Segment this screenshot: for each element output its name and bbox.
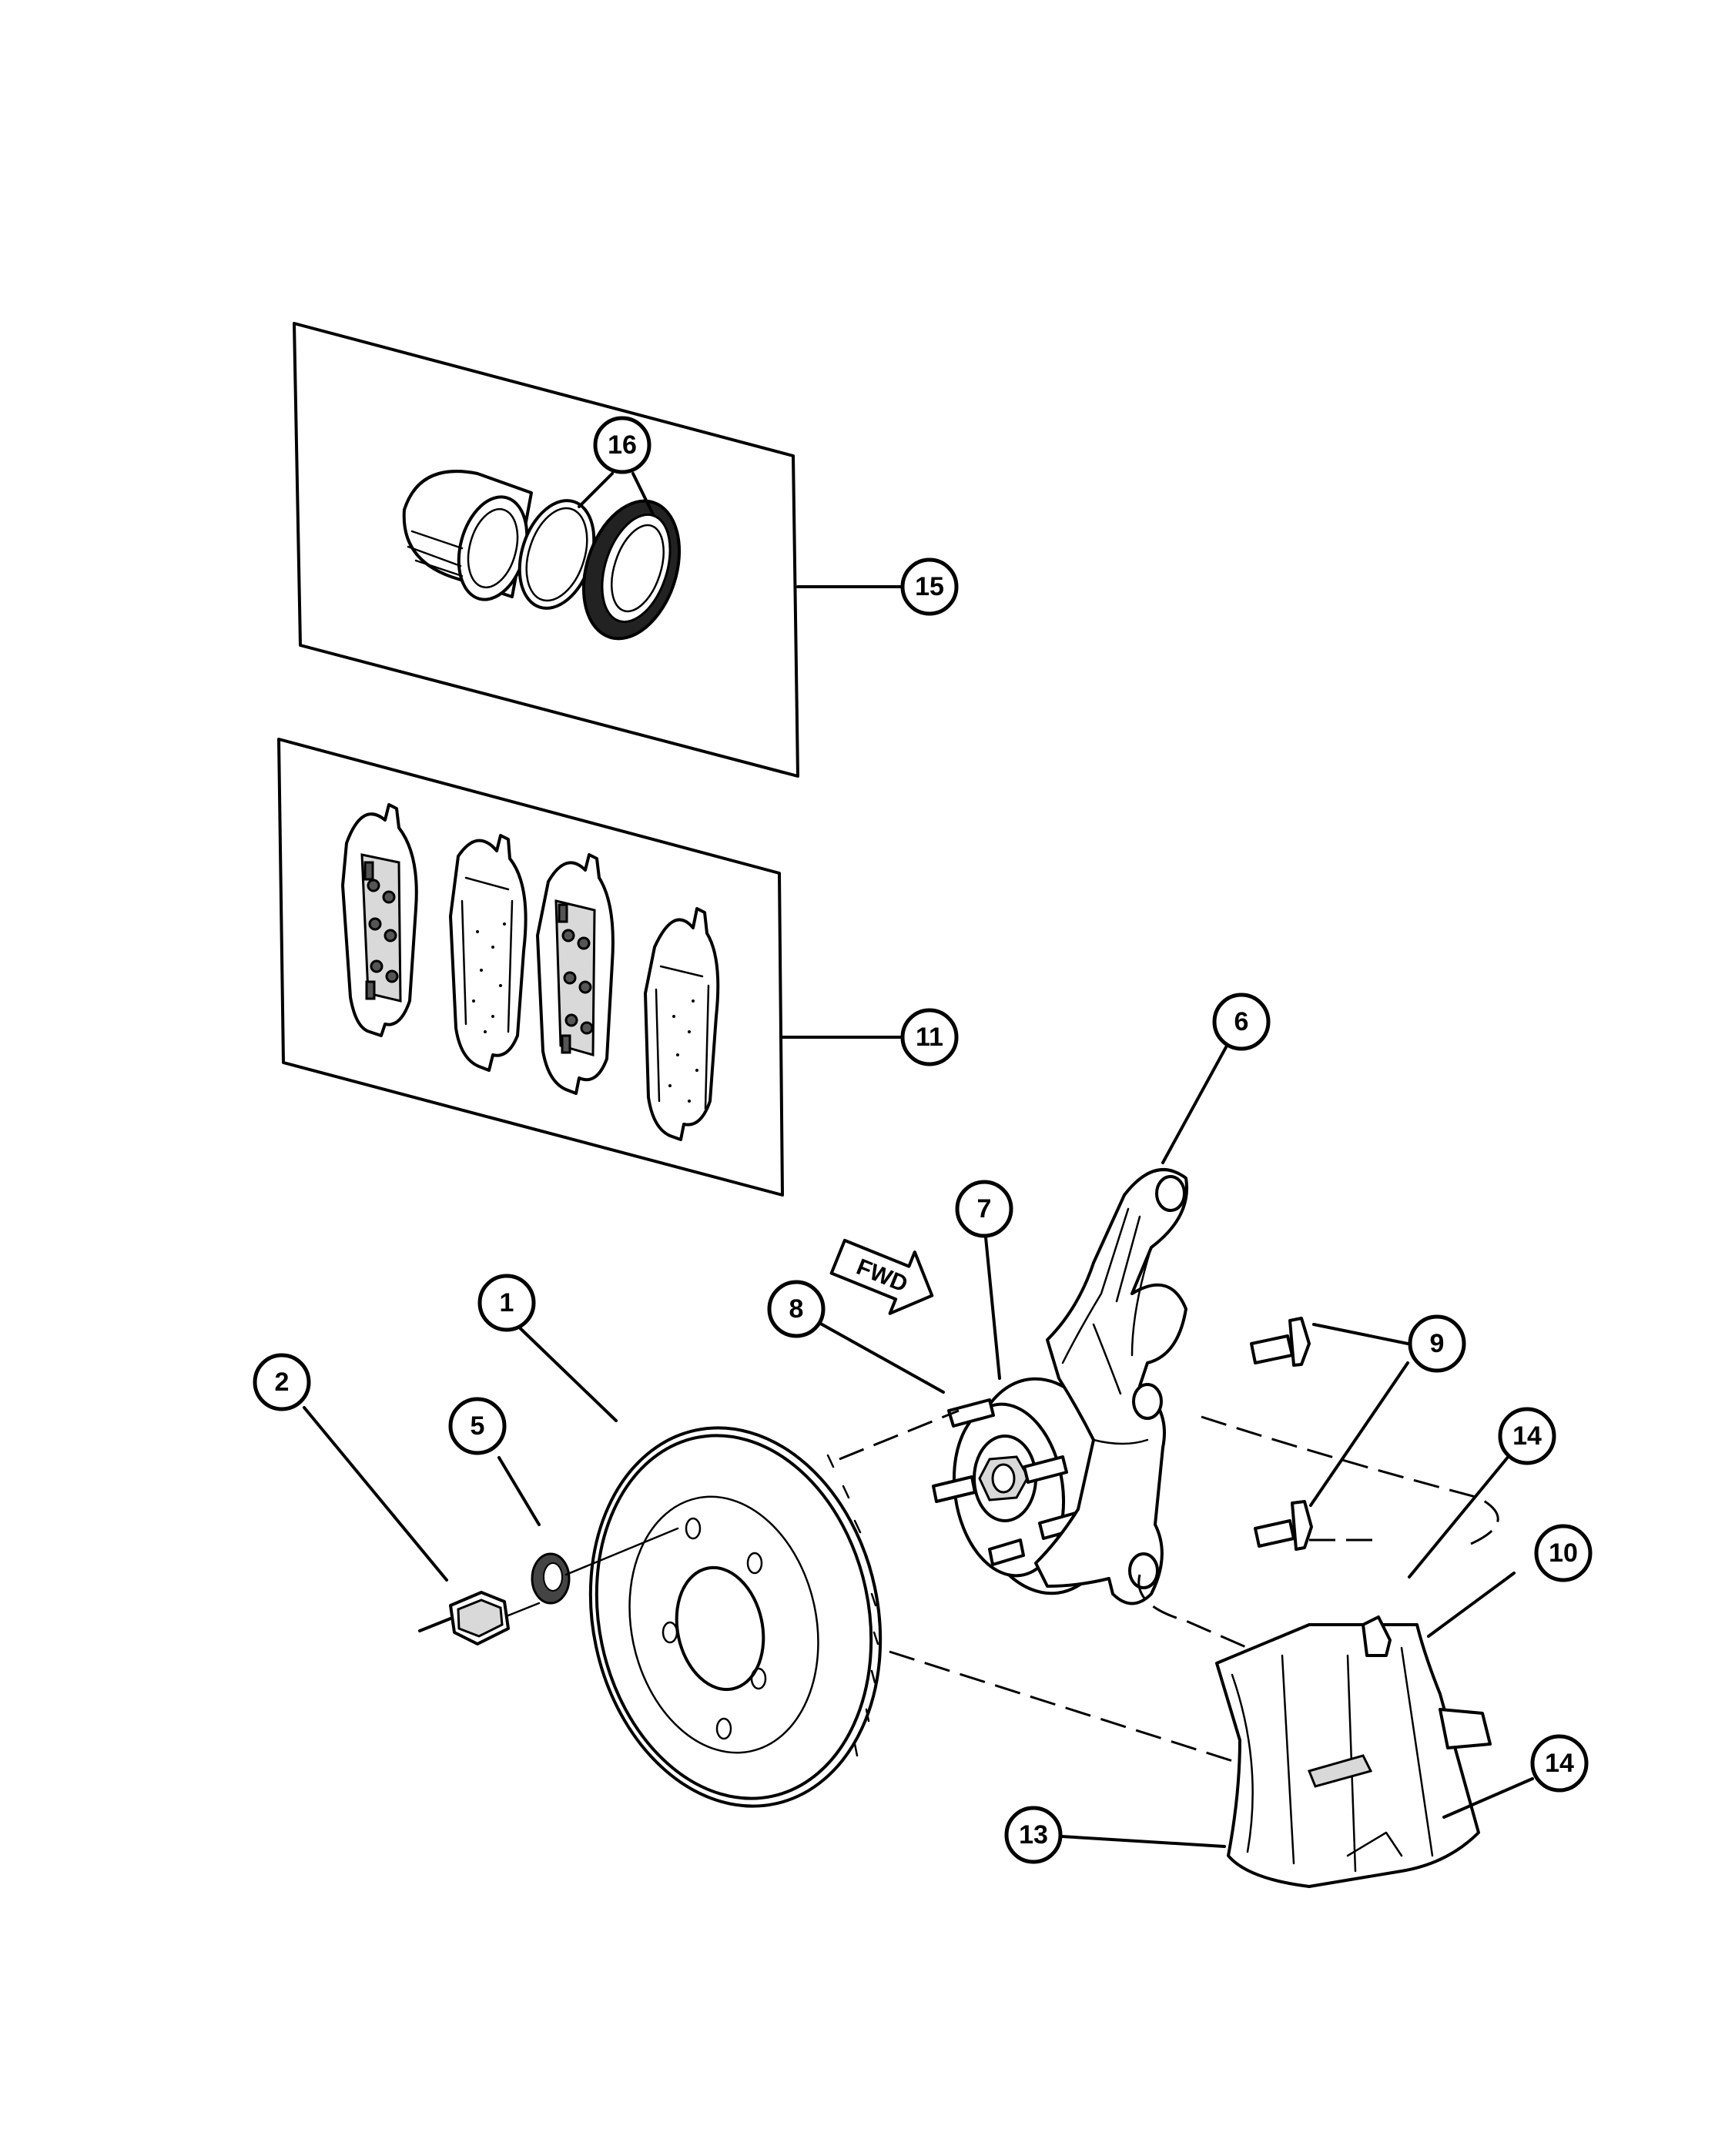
svg-text:7: 7: [977, 1194, 992, 1224]
callout-16: 16: [593, 416, 651, 474]
svg-text:14: 14: [1545, 1749, 1574, 1778]
callout-5: 5: [448, 1397, 507, 1455]
callout-2: 2: [253, 1353, 311, 1411]
piston: [402, 470, 533, 601]
steering-knuckle: [1034, 1168, 1188, 1605]
callout-14-upper: 14: [1498, 1407, 1556, 1465]
callout-11: 11: [900, 1008, 959, 1066]
svg-text:8: 8: [789, 1294, 804, 1324]
brake-pad-1: [341, 803, 418, 1037]
svg-text:11: 11: [916, 1023, 943, 1052]
assembly-centerlines: [839, 1409, 1499, 1765]
callout-9: 9: [1408, 1314, 1466, 1373]
brake-caliper: [1215, 1615, 1492, 1888]
callout-10: 10: [1534, 1524, 1593, 1582]
brake-pad-4: [644, 907, 720, 1141]
caliper-mounting-bolt-upper: [1250, 1317, 1311, 1367]
brake-rotor: [588, 1426, 883, 1808]
caliper-seal-kit-panel: [293, 322, 904, 778]
callout-13: 13: [1004, 1806, 1063, 1864]
svg-text:13: 13: [1019, 1820, 1048, 1850]
svg-text:1: 1: [500, 1288, 514, 1317]
callout-15: 15: [900, 557, 959, 616]
lug-nut: [418, 1591, 541, 1645]
callout-8: 8: [767, 1280, 826, 1338]
svg-text:14: 14: [1512, 1421, 1542, 1451]
brake-pads-panel: [277, 738, 904, 1197]
dust-boot: [581, 499, 682, 641]
svg-text:2: 2: [275, 1368, 290, 1397]
caliper-mounting-bolt-lower: [1254, 1500, 1313, 1551]
leader-lines: [303, 1046, 1534, 1848]
callout-7: 7: [955, 1180, 1013, 1238]
svg-text:15: 15: [915, 572, 944, 601]
callout-1: 1: [477, 1274, 536, 1332]
callout-14-lower: 14: [1530, 1734, 1589, 1793]
washer: [531, 1527, 679, 1605]
svg-text:9: 9: [1430, 1329, 1445, 1358]
svg-text:10: 10: [1549, 1538, 1578, 1568]
fwd-arrow-icon: FWD: [829, 1238, 934, 1315]
brake-pad-2: [449, 834, 528, 1072]
svg-text:5: 5: [471, 1411, 485, 1441]
svg-text:16: 16: [608, 430, 637, 460]
brake-pad-3: [536, 853, 615, 1095]
callout-6: 6: [1212, 993, 1271, 1051]
wheel-studs: [932, 1398, 1084, 1566]
svg-text:6: 6: [1234, 1007, 1249, 1036]
